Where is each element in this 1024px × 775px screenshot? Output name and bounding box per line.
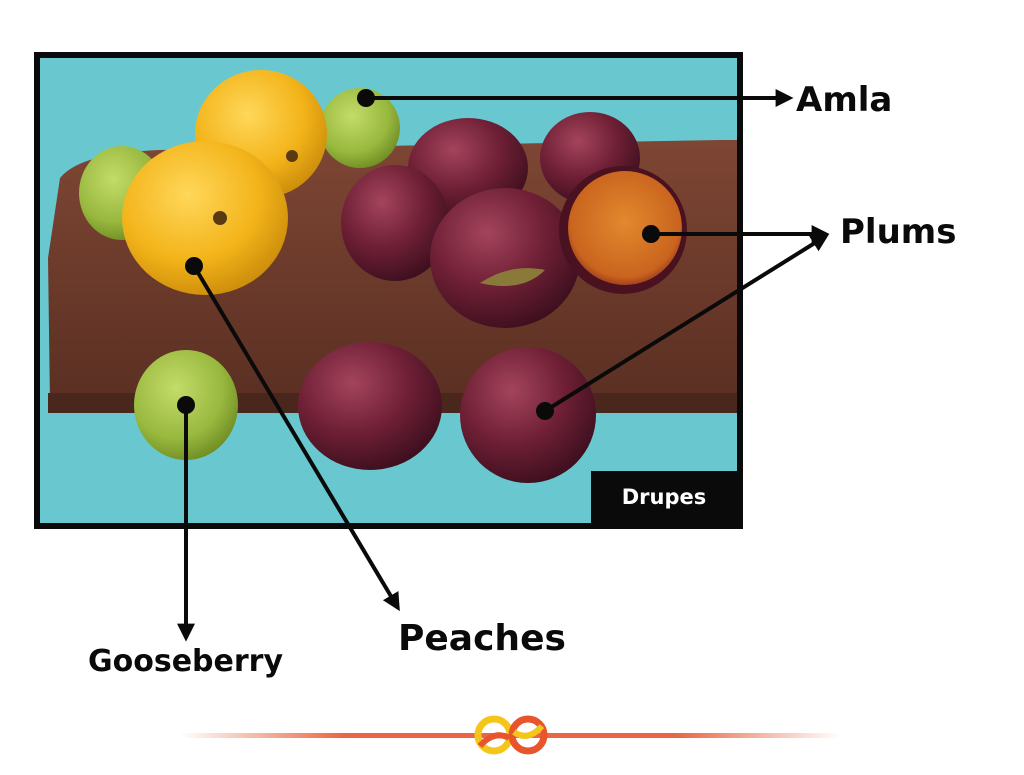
- plum-fruit: [341, 165, 449, 281]
- drupes-photo: Drupes: [34, 52, 743, 529]
- plums-arrow-2: [543, 234, 830, 413]
- amla-point: [357, 89, 375, 107]
- plum-fruit: [298, 342, 442, 470]
- photo-caption: Drupes: [591, 471, 737, 523]
- fruit-illustration: [40, 58, 737, 523]
- gooseberry-fruit: [320, 88, 400, 168]
- gooseberry-point: [177, 396, 195, 414]
- label-peaches: Peaches: [398, 618, 566, 659]
- plum-point: [642, 225, 660, 243]
- peaches-arrow: [192, 264, 400, 612]
- plum-point: [536, 402, 554, 420]
- plum-fruit: [430, 188, 580, 328]
- plum-fruit: [460, 347, 596, 483]
- peach-point: [185, 257, 203, 275]
- peach-fruit: [122, 141, 288, 295]
- footer-divider: [180, 715, 840, 755]
- label-amla: Amla: [796, 80, 893, 120]
- label-plums: Plums: [840, 212, 957, 252]
- label-gooseberry: Gooseberry: [88, 644, 284, 679]
- halved-plum: [568, 171, 682, 285]
- infinity-logo-icon: [474, 715, 548, 755]
- leaf-icon: [480, 268, 545, 287]
